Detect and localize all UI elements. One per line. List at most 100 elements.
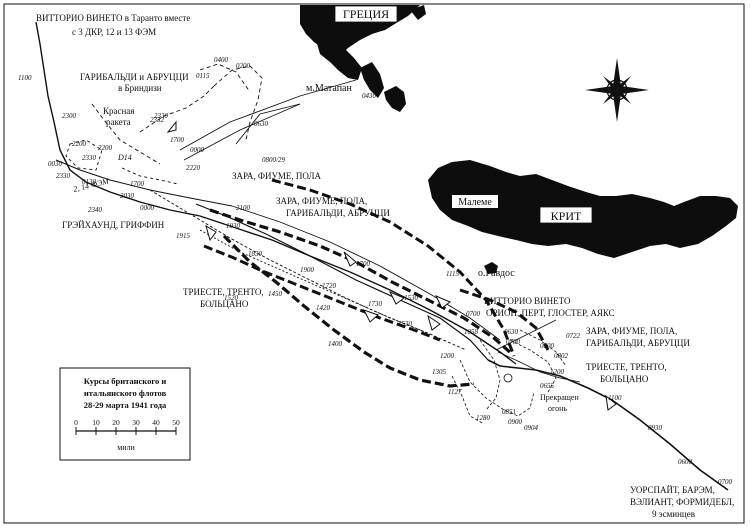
- time-label: 2330: [56, 172, 71, 180]
- greece-label-box: [334, 5, 398, 23]
- time-label: 2200: [98, 144, 113, 152]
- label-zfpga-1: ЗАРА, ФИУМЕ, ПОЛА,: [276, 196, 367, 206]
- time-label: 0115: [196, 72, 210, 80]
- time-label: 1700: [130, 180, 145, 188]
- label-d14: D14: [117, 153, 132, 162]
- time-label: 2330: [154, 112, 169, 120]
- time-label: 1280: [476, 414, 491, 422]
- gavdos-label: о.Гавдос: [478, 268, 515, 279]
- time-label: 0700: [718, 478, 733, 486]
- italian-main-track: [35, 21, 517, 365]
- time-markers: 1100 2300 2200 2330 2200 0030 2330 0130 …: [18, 56, 733, 486]
- greece-label: ГРЕЦИЯ: [343, 7, 389, 21]
- gavdos-island: [484, 262, 498, 274]
- legend-scale-tick: 0: [74, 418, 78, 427]
- time-label: 2300: [62, 112, 77, 120]
- legend-scale-tick: 50: [172, 418, 180, 427]
- legend-scale-tick: 30: [132, 418, 140, 427]
- time-label: 2100: [236, 204, 251, 212]
- time-label: 2030: [120, 192, 135, 200]
- label-warspite-3: 9 эсминцев: [652, 509, 695, 519]
- label-greyhound: ГРЭЙХАУНД, ГРИФФИН: [62, 220, 165, 230]
- label-zfpga-2: ГАРИБАЛЬДИ, АБРУЦЦИ: [286, 208, 390, 218]
- time-label: 0630: [504, 328, 519, 336]
- reverse-course-tracks: [203, 178, 550, 388]
- time-label: 2220: [186, 164, 201, 172]
- label-ttb-1: ТРИЕСТЕ, ТРЕНТО,: [183, 287, 264, 297]
- crete-label-box: [539, 206, 593, 224]
- label-ttb-2: БОЛЬЦАНО: [200, 299, 249, 309]
- time-label: 1830: [248, 250, 263, 258]
- time-label: 1058: [464, 328, 479, 336]
- italian-thin-tracks: [65, 63, 501, 351]
- label-zfpga2-1: ЗАРА, ФИУМЕ, ПОЛА,: [586, 326, 677, 336]
- legend-title-3: 28-29 марта 1941 года: [84, 400, 167, 410]
- label-ceasefire-1: Прекращен: [540, 393, 579, 402]
- time-label: 1915: [176, 232, 191, 240]
- time-label: 0930: [648, 424, 663, 432]
- time-label: 0904: [524, 424, 539, 432]
- label-orion: ОРИОН, ПЕРТ, ГЛОСТЕР, АЯКС: [486, 308, 615, 318]
- time-label: 0200: [236, 62, 251, 70]
- time-label: 2340: [88, 206, 103, 214]
- label-zfp: ЗАРА, ФИУМЕ, ПОЛА: [232, 171, 321, 181]
- label-ceasefire-2: огонь: [548, 404, 567, 413]
- course-arrows: [166, 120, 617, 411]
- matapan-label: м.Матапан: [306, 83, 352, 94]
- label-vittorio-start-2: с 3 ДКР, 12 и 13 ФЭМ: [72, 27, 156, 37]
- label-vittorio-2: ВИТТОРИО ВИНЕТО: [484, 296, 571, 306]
- maleme-label: Малеме: [458, 197, 492, 208]
- label-ttb2-2: БОЛЬЦАНО: [600, 374, 649, 384]
- time-label: 2330: [82, 154, 97, 162]
- time-label: 2200: [72, 140, 87, 148]
- label-zfpga2-2: ГАРИБАЛЬДИ, АБРУЦЦИ: [586, 338, 690, 348]
- time-label: 1100: [608, 394, 622, 402]
- time-label: 0700: [506, 338, 521, 346]
- time-label: 1730: [368, 300, 383, 308]
- time-label: 0802: [554, 352, 569, 360]
- time-label: 0000: [190, 146, 205, 154]
- time-label: 1200: [440, 352, 455, 360]
- time-label: 1700: [356, 260, 371, 268]
- label-ttb2-1: ТРИЕСТЕ, ТРЕНТО,: [586, 362, 667, 372]
- maleme-label-box: [452, 195, 498, 208]
- time-label: 1720: [322, 282, 337, 290]
- time-label: 0000: [140, 204, 155, 212]
- time-label: 1930: [226, 222, 241, 230]
- label-flare-2: ракета: [106, 117, 131, 127]
- time-label: 1530: [404, 294, 419, 302]
- battle-area-tracks: [451, 319, 581, 425]
- label-garibaldi-1: ГАРИБАЛЬДИ и АБРУЦЦИ: [80, 72, 189, 82]
- time-label: 0800/29: [262, 156, 285, 164]
- legend-scale-unit: мили: [117, 443, 135, 452]
- time-label: 1520: [224, 294, 239, 302]
- time-label: 2332: [150, 116, 165, 124]
- time-label: 0600: [678, 458, 693, 466]
- label-garibaldi-2: в Бриндизи: [118, 83, 162, 93]
- time-label: 0700: [466, 310, 481, 318]
- time-label: 0030: [48, 160, 63, 168]
- time-label: 1700: [170, 136, 185, 144]
- time-label: 0722: [566, 332, 581, 340]
- time-label: 1530: [398, 320, 413, 328]
- time-label: 1115: [446, 270, 459, 278]
- time-label: 1450: [268, 290, 283, 298]
- time-label: 0900: [508, 418, 523, 426]
- label-vittorio-start-1: ВИТТОРИО ВИНЕТО в Таранто вместе: [36, 13, 190, 23]
- time-label: 1400: [328, 340, 343, 348]
- time-label: 0655: [540, 382, 555, 390]
- time-label: 0400: [214, 56, 229, 64]
- legend-scale-tick: 20: [112, 418, 120, 427]
- time-label: 0130: [82, 178, 97, 186]
- legend-scale-tick: 10: [92, 418, 100, 427]
- label-flare-1: Красная: [103, 106, 134, 116]
- legend-title-2: итальянского флотов: [84, 388, 167, 398]
- legend-scale-tick: 40: [152, 418, 160, 427]
- time-label: 1305: [432, 368, 447, 376]
- label-warspite-1: УОРСПАЙТ, БАРЭМ,: [630, 485, 715, 495]
- legend-title-1: Курсы британского и: [84, 376, 167, 386]
- time-label: 0800: [540, 342, 555, 350]
- legend-box: Курсы британского и итальянского флотов …: [59, 367, 191, 461]
- crete-label: КРИТ: [551, 209, 582, 223]
- time-label: 1100: [18, 74, 32, 82]
